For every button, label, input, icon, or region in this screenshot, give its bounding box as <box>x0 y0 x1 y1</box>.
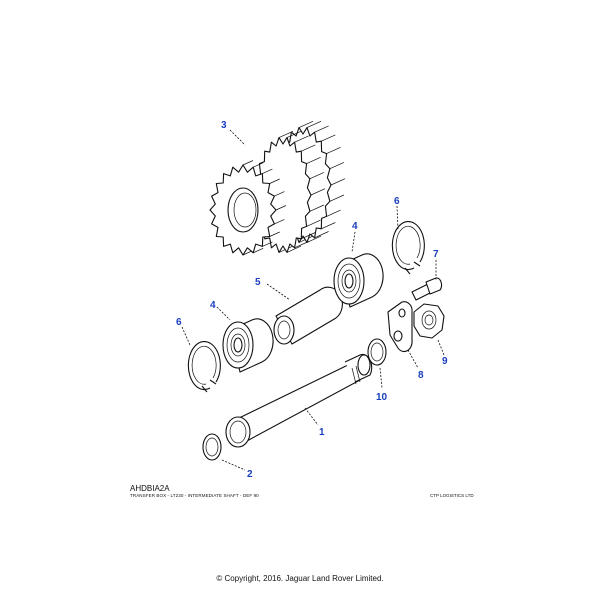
cluster-gear-part <box>209 120 346 256</box>
copyright-notice: © Copyright, 2016. Jaguar Land Rover Lim… <box>216 574 384 583</box>
bearing-lower-part <box>222 318 274 373</box>
callout-6-lower: 6 <box>176 317 182 328</box>
callout-3: 3 <box>221 120 227 131</box>
circlip-lower-part <box>187 340 221 393</box>
callout-2: 2 <box>247 469 253 480</box>
intermediate-shaft-part <box>225 353 373 448</box>
callout-4-lower: 4 <box>210 300 216 311</box>
diagram-reference-code: AHDBIA2A <box>130 484 170 493</box>
bearing-upper-part <box>333 253 384 308</box>
o-ring-end-part <box>202 433 222 461</box>
diagram-description: TRANSFER BOX - LT230 - INTERMEDIATE SHAF… <box>130 493 259 498</box>
callout-6-upper: 6 <box>394 196 400 207</box>
bolt-part <box>411 277 443 301</box>
callouts: 3 4 6 5 4 6 7 9 8 10 1 2 <box>176 120 448 480</box>
callout-7: 8 <box>418 370 424 381</box>
callout-1: 1 <box>319 427 325 438</box>
callout-5: 5 <box>255 277 261 288</box>
publisher-label: CTP LOGISTICS LTD <box>430 493 474 498</box>
callout-10: 10 <box>376 392 388 403</box>
callout-8: 9 <box>442 356 448 367</box>
locking-plate-part <box>387 301 413 353</box>
callout-4-upper: 4 <box>352 221 358 232</box>
o-ring-part <box>367 338 387 366</box>
circlip-upper-part <box>391 220 425 275</box>
spacer-tube-part <box>273 286 343 345</box>
callout-9: 7 <box>433 249 439 260</box>
nut-part <box>413 303 445 339</box>
